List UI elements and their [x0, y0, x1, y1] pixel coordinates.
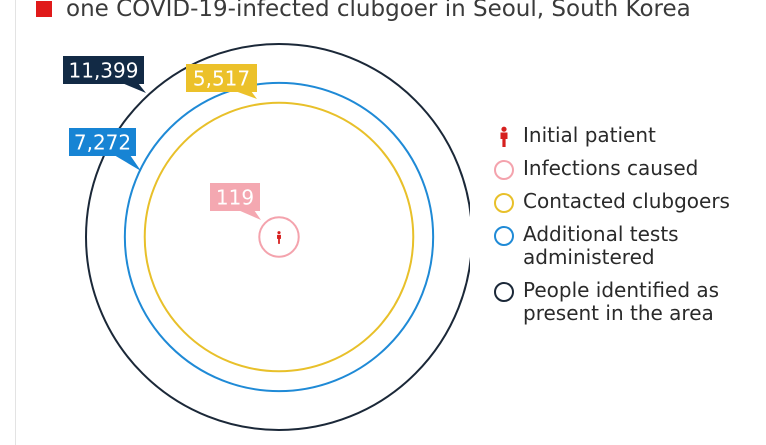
legend-item-4: People identified as present in the area — [494, 279, 756, 325]
legend-item-3: Additional tests administered — [494, 223, 756, 269]
value-callout-box — [69, 128, 136, 156]
value-callout-label: 7,272 — [74, 131, 131, 155]
left-divider — [15, 0, 16, 445]
concentric-circles-chart: 11,399 7,272 5,517 119 — [63, 43, 470, 431]
value-callout-2: 5,517 — [186, 64, 257, 99]
legend-item-2: Contacted clubgoers — [494, 190, 756, 213]
legend-item-0: Initial patient — [494, 124, 756, 147]
value-callout-box — [186, 64, 257, 92]
circle-ring-3 — [258, 216, 300, 258]
value-callout-0: 11,399 — [63, 56, 146, 93]
value-callout-box — [63, 56, 144, 84]
value-callout-label: 11,399 — [69, 59, 139, 83]
title-row: one COVID-19-infected clubgoer in Seoul,… — [36, 0, 691, 26]
value-callout-tail — [114, 155, 141, 171]
person-icon-head — [277, 231, 281, 235]
circle-ring-2 — [143, 101, 415, 373]
legend-ring-marker — [494, 193, 514, 213]
value-callout-1: 7,272 — [69, 128, 141, 171]
value-callout-box — [210, 183, 260, 211]
legend-label: Initial patient — [523, 123, 656, 147]
value-callout-label: 119 — [216, 186, 254, 210]
legend-item-1: Infections caused — [494, 157, 756, 180]
person-icon-svg — [500, 126, 508, 147]
legend-label: Infections caused — [523, 156, 699, 180]
legend-ring-marker — [494, 160, 514, 180]
chart-title: one COVID-19-infected clubgoer in Seoul,… — [66, 0, 691, 22]
legend-ring-marker — [494, 282, 514, 302]
person-icon — [277, 231, 281, 244]
circle-ring-0 — [85, 43, 470, 431]
person-icon-body — [277, 234, 281, 244]
legend-label: Contacted clubgoers — [523, 189, 730, 213]
circle-ring-1 — [123, 81, 435, 393]
person-icon — [494, 126, 514, 147]
value-callout-tail — [122, 83, 146, 93]
legend-label: Additional tests administered — [523, 222, 679, 269]
legend-label: People identified as present in the area — [523, 278, 720, 325]
legend-ring-marker — [494, 226, 514, 246]
title-bullet-square — [36, 1, 52, 17]
value-callout-tail — [238, 210, 261, 220]
value-callout-tail — [235, 91, 257, 99]
value-callout-3: 119 — [210, 183, 261, 220]
value-callout-label: 5,517 — [193, 67, 250, 91]
